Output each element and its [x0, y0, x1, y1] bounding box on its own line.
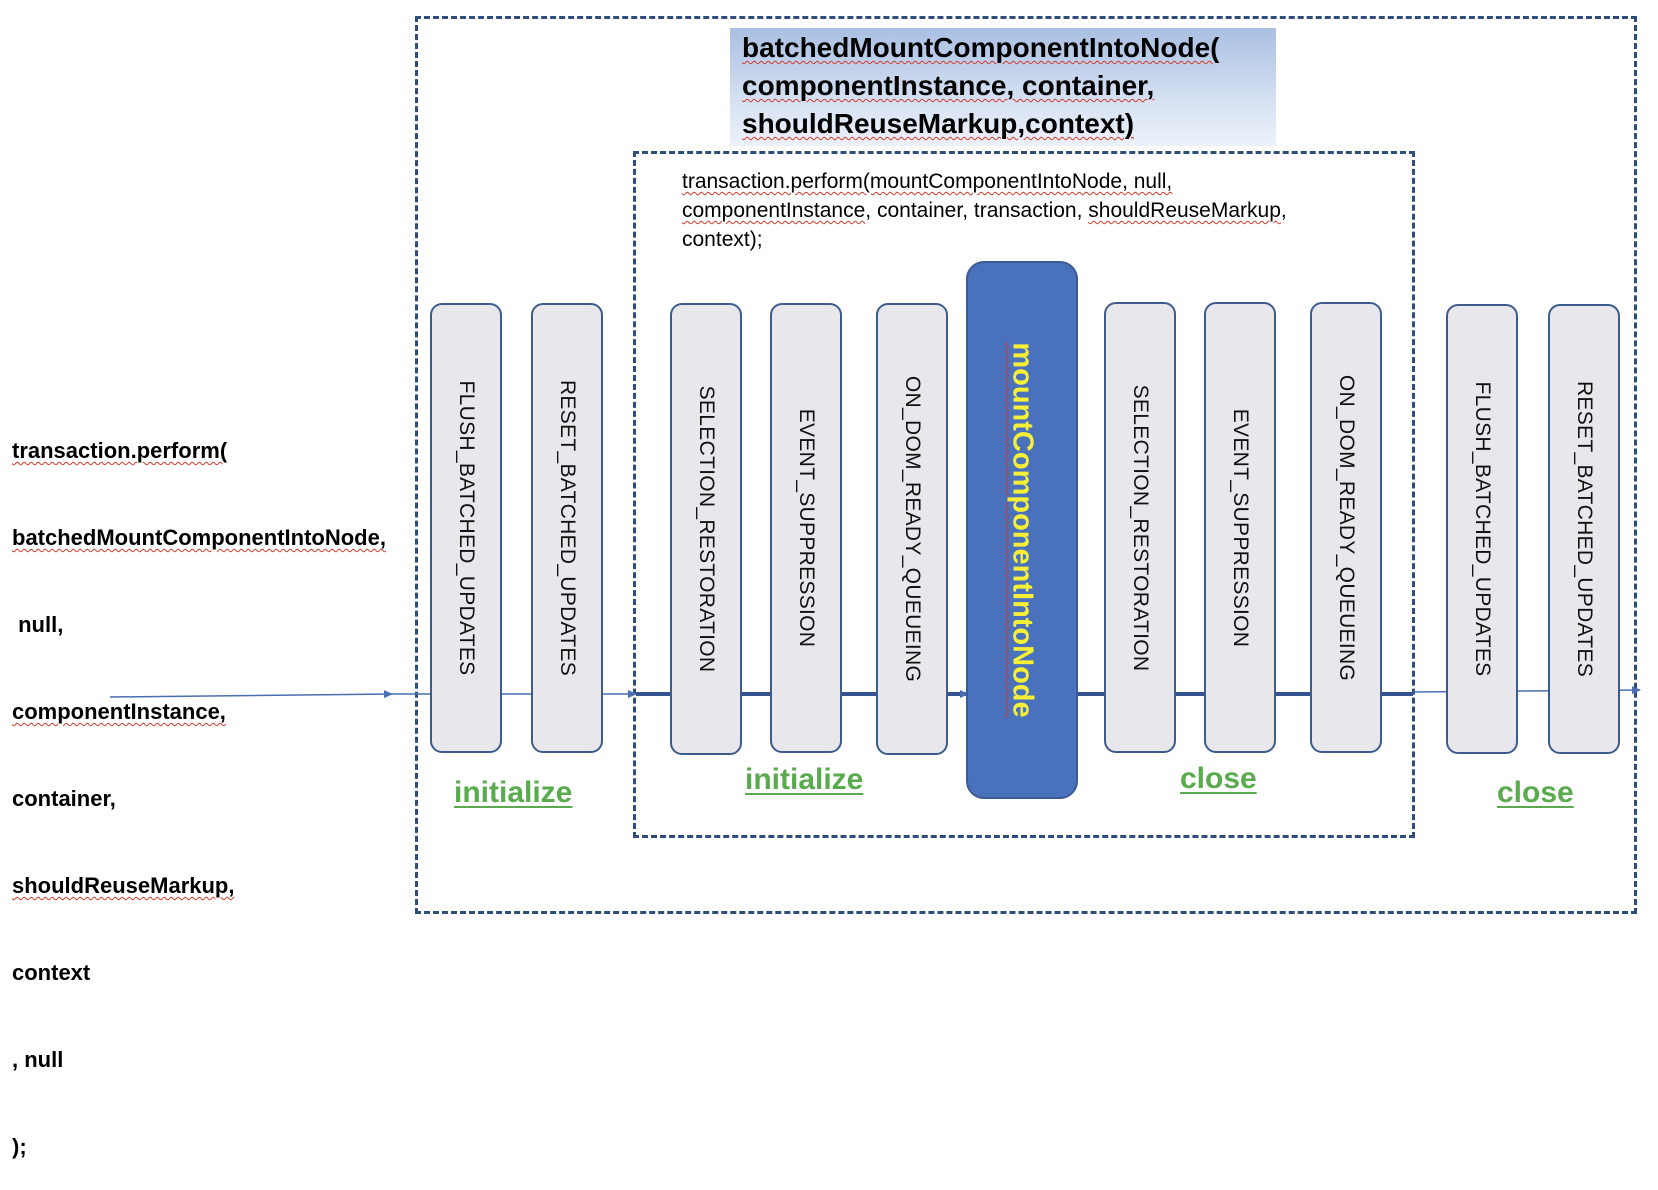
code-line: batchedMountComponentIntoNode,	[12, 523, 386, 552]
code-text: , container, transaction,	[865, 199, 1089, 222]
method-label: mountComponentIntoNode	[1006, 342, 1039, 718]
phase-label-outer-initialize: initialize	[454, 776, 573, 809]
code-line: componentInstance, container, transactio…	[682, 196, 1402, 225]
code-text: transaction.perform(mountComponentIntoNo…	[682, 170, 1173, 193]
wrapper-label: RESET_BATCHED_UPDATES	[1573, 380, 1596, 678]
code-text: batchedMountComponentIntoNode,	[12, 525, 386, 550]
mount-component-into-node-method: mountComponentIntoNode	[966, 261, 1078, 799]
code-line: transaction.perform(	[12, 436, 386, 465]
code-line: container,	[12, 784, 386, 813]
wrapper-label: FLUSH_BATCHED_UPDATES	[455, 380, 478, 676]
title-text: shouldReuseMarkup,context)	[742, 108, 1135, 139]
code-text: ,	[1280, 199, 1287, 222]
code-line: shouldReuseMarkup,	[12, 871, 386, 900]
inner-transaction-frame	[633, 151, 1415, 838]
code-text: null,	[12, 612, 64, 637]
code-line: );	[12, 1132, 386, 1161]
code-text: shouldReuseMarkup,	[12, 873, 235, 898]
title-text: batchedMountComponentIntoNode(	[742, 32, 1220, 63]
wrapper-on-dom-ready-queueing-initialize: ON_DOM_READY_QUEUEING	[876, 303, 948, 755]
code-line: null,	[12, 610, 386, 639]
wrapper-selection-restoration-initialize: SELECTION_RESTORATION	[670, 303, 742, 755]
code-line: componentInstance,	[12, 697, 386, 726]
wrapper-label: EVENT_SUPPRESSION	[795, 408, 818, 648]
code-line: context);	[682, 225, 1402, 254]
wrapper-flush-batched-updates-close: FLUSH_BATCHED_UPDATES	[1446, 304, 1518, 754]
inner-perform-call: transaction.perform(mountComponentIntoNo…	[682, 167, 1402, 254]
title-line: shouldReuseMarkup,context)	[742, 105, 1276, 143]
phase-label-outer-close: close	[1497, 776, 1574, 809]
title-line: batchedMountComponentIntoNode(	[742, 29, 1276, 67]
outer-transaction-frame	[415, 16, 1637, 914]
wrapper-label: SELECTION_RESTORATION	[695, 385, 718, 673]
code-line: context	[12, 958, 386, 987]
code-line: transaction.perform(mountComponentIntoNo…	[682, 167, 1402, 196]
wrapper-event-suppression-close: EVENT_SUPPRESSION	[1204, 302, 1276, 753]
wrapper-label: RESET_BATCHED_UPDATES	[556, 379, 579, 677]
code-text: transaction.perform(	[12, 438, 228, 463]
wrapper-event-suppression-initialize: EVENT_SUPPRESSION	[770, 303, 842, 753]
wrapper-label: ON_DOM_READY_QUEUEING	[1335, 374, 1358, 681]
wrapper-on-dom-ready-queueing-close: ON_DOM_READY_QUEUEING	[1310, 302, 1382, 753]
code-text: context);	[682, 228, 763, 251]
code-text: container,	[12, 786, 116, 811]
code-text: shouldReuseMarkup	[1088, 199, 1281, 222]
wrapper-selection-restoration-close: SELECTION_RESTORATION	[1104, 302, 1176, 753]
wrapper-label: SELECTION_RESTORATION	[1129, 384, 1152, 671]
wrapper-label: FLUSH_BATCHED_UPDATES	[1471, 381, 1494, 677]
code-text: componentInstance	[682, 199, 866, 222]
flow-arrow-entry	[109, 690, 393, 699]
code-text: , null	[12, 1047, 64, 1072]
phase-label-inner-initialize: initialize	[745, 763, 864, 796]
code-text: );	[12, 1134, 27, 1159]
code-text: componentInstance,	[12, 699, 226, 724]
phase-label-inner-close: close	[1180, 762, 1257, 795]
wrapper-flush-batched-updates-initialize: FLUSH_BATCHED_UPDATES	[430, 303, 502, 753]
wrapper-label: EVENT_SUPPRESSION	[1229, 408, 1252, 647]
batched-mount-title-box: batchedMountComponentIntoNode( component…	[730, 28, 1276, 146]
code-line: , null	[12, 1045, 386, 1074]
title-text: componentInstance, container,	[742, 70, 1155, 101]
wrapper-reset-batched-updates-close: RESET_BATCHED_UPDATES	[1548, 304, 1620, 754]
wrapper-reset-batched-updates-initialize: RESET_BATCHED_UPDATES	[531, 303, 603, 753]
code-text: context	[12, 960, 91, 985]
title-line: componentInstance, container,	[742, 67, 1276, 105]
wrapper-label: ON_DOM_READY_QUEUEING	[901, 375, 924, 683]
